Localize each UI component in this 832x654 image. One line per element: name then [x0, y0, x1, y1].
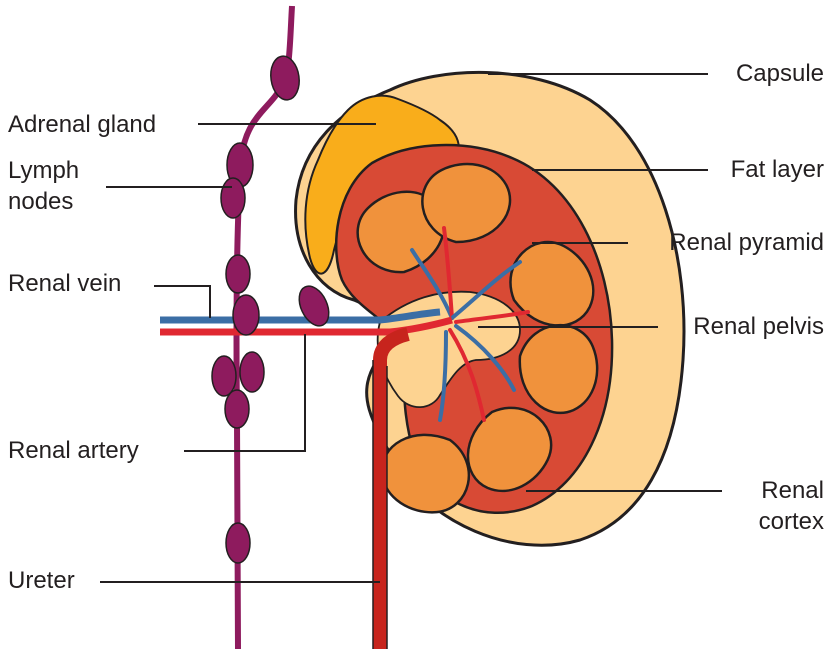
label-ureter: Ureter: [8, 566, 75, 595]
lymph-node: [226, 255, 250, 293]
lymph-node: [233, 295, 259, 335]
leader-renal-vein: [154, 286, 210, 318]
lymph-node: [225, 390, 249, 428]
label-renal-vein: Renal vein: [8, 269, 121, 298]
label-renal-pyramid: Renal pyramid: [669, 228, 824, 257]
label-adrenal-gland: Adrenal gland: [8, 110, 156, 139]
label-fat-layer: Fat layer: [731, 155, 824, 184]
label-renal-pelvis: Renal pelvis: [693, 312, 824, 341]
label-renal-artery: Renal artery: [8, 436, 139, 465]
label-nodes: nodes: [8, 187, 73, 216]
leader-renal-artery: [184, 334, 305, 451]
label-lymph: Lymph: [8, 156, 79, 185]
lymph-nodes: [212, 54, 335, 563]
lymph-node: [226, 523, 250, 563]
lymph-node: [212, 356, 236, 396]
lymph-node: [240, 352, 264, 392]
lymph-node: [221, 178, 245, 218]
label-renal: Renal: [761, 476, 824, 505]
label-capsule: Capsule: [736, 59, 824, 88]
label-cortex: cortex: [759, 507, 824, 536]
